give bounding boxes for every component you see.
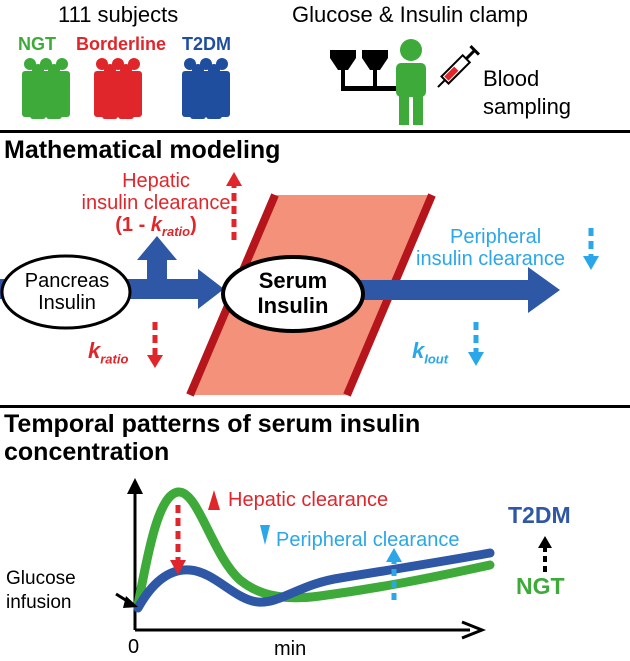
glucose-infusion-arrow-icon [115, 592, 138, 608]
ngt-people-icon [22, 58, 70, 119]
patient-person-icon [396, 39, 426, 125]
syringe-icon [437, 44, 481, 88]
k-iout-sub: Iout [424, 351, 449, 367]
section-divider-top [0, 130, 630, 133]
blood-sampling-line2: sampling [483, 94, 572, 119]
peripheral-clearance-label: Peripheral clearance [276, 529, 460, 551]
borderline-people-icon [94, 58, 142, 119]
hepatic-label-line2: insulin clearance [81, 192, 231, 214]
group-label-t2dm: T2DM [182, 34, 231, 54]
k-ratio-k: k [88, 338, 101, 363]
serum-label-line2: Insulin [257, 293, 329, 318]
k-iout-k: k [412, 338, 425, 363]
k-ratio-label: kratio [88, 338, 128, 366]
section-divider-bottom [0, 405, 630, 408]
glucose-infusion-line2: infusion [6, 592, 72, 613]
iv-bag-icon [330, 50, 401, 91]
peripheral-clearance-arrow-icon [583, 228, 599, 270]
pancreas-compartment [0, 254, 132, 330]
clamp-title: Glucose & Insulin clamp [292, 2, 528, 27]
temporal-title-line2: concentration [4, 438, 170, 466]
peripheral-label-line2: insulin clearance [416, 248, 565, 270]
pancreas-label-line1: Pancreas [24, 270, 110, 292]
hepatic-clearance-label: Hepatic clearance [228, 489, 389, 511]
k-iout-arrow-icon [468, 322, 484, 366]
peak-hepatic-arrow-icon [170, 505, 186, 575]
temporal-title-line1: Temporal patterns of serum insulin [4, 410, 421, 438]
hepatic-label-line1: Hepatic [122, 170, 190, 192]
group-label-borderline: Borderline [76, 34, 167, 54]
k-iout-label: kIout [412, 338, 448, 366]
hepatic-label-line3: (1 - kratio) [76, 214, 236, 239]
peripheral-up-arrow-icon [386, 548, 402, 600]
glucose-infusion-line1: Glucose [6, 568, 76, 589]
serum-outflow-arrow [355, 267, 560, 313]
hepatic-formula-sub: ratio [161, 224, 191, 239]
group-label-ngt: NGT [18, 34, 56, 54]
ngt-curve [133, 487, 495, 610]
subjects-title: 111 subjects [58, 2, 179, 27]
hepatic-clearance-arrow-icon [226, 172, 242, 240]
k-ratio-arrow-icon [147, 322, 163, 368]
hepatic-formula-suffix: ) [190, 214, 197, 236]
t2dm-series-label: T2DM [508, 502, 571, 528]
k-ratio-sub: ratio [100, 351, 129, 367]
serum-label-line1: Serum [258, 268, 328, 293]
modeling-title: Mathematical modeling [4, 136, 281, 164]
t2dm-ngt-arrow-icon [538, 536, 552, 572]
peripheral-label-line1: Peripheral [450, 226, 542, 248]
pancreas-label-line2: Insulin [38, 292, 96, 314]
x-axis-unit-label: min [274, 638, 307, 660]
peripheral-down-triangle-icon [260, 525, 270, 545]
blood-sampling-line1: Blood [483, 66, 540, 91]
ngt-series-label: NGT [516, 573, 565, 599]
serum-insulin-compartment [221, 255, 365, 333]
hepatic-formula-k: k [150, 214, 162, 236]
hepatic-up-triangle-icon [208, 490, 220, 510]
x-axis-zero-label: 0 [128, 636, 140, 658]
hepatic-formula-prefix: (1 - [115, 214, 151, 236]
t2dm-people-icon [182, 58, 230, 119]
